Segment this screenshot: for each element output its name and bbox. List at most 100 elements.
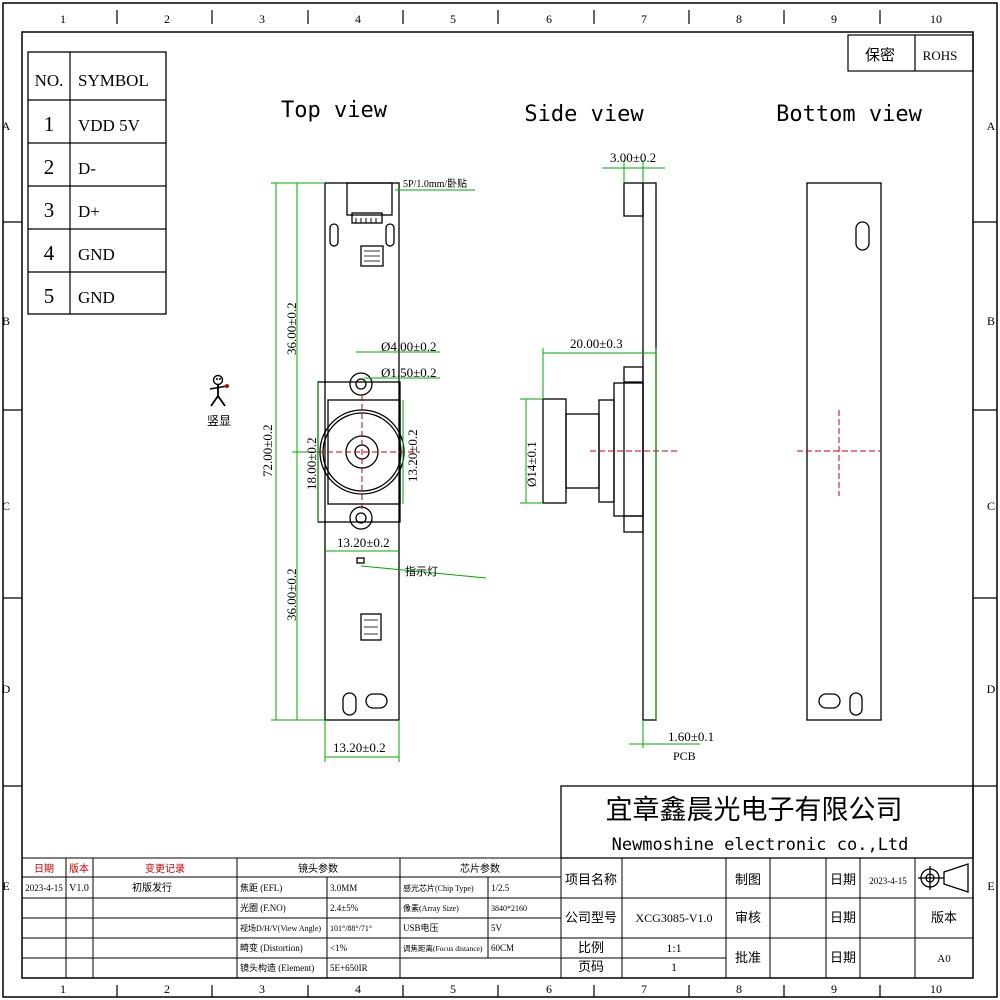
pin-no: 3 [44, 198, 55, 222]
chip-param-value: 3840*2160 [491, 904, 527, 913]
col-label: 5 [450, 982, 456, 996]
chip-params-table: 芯片参数 感光芯片(Chip Type) 1/2.5 像素(Array Size… [403, 862, 527, 953]
pin-header-symbol: SYMBOL [78, 71, 149, 90]
col-label: 4 [355, 12, 361, 26]
col-label: 5 [450, 12, 456, 26]
title-block: 项目名称 公司型号 XCG3085-V1.0 比例 1:1 页码 1 制图 审核… [565, 872, 957, 974]
scale-label: 比例 [578, 940, 604, 955]
col-label: 2 [164, 12, 170, 26]
rev-header-version: 版本 [69, 862, 89, 875]
width-dim: 13.20±0.2 [333, 740, 386, 755]
rev-header-record: 变更记录 [145, 862, 185, 875]
pcb-thickness-dim: 1.60±0.1 [668, 729, 714, 744]
date-label-2: 日期 [830, 910, 856, 925]
lens-param-label: 畸变 (Distortion) [240, 942, 303, 953]
check-label: 审核 [735, 910, 761, 925]
lens-param-label: 镜头构造 (Element) [240, 962, 314, 973]
lens-params-table: 镜头参数 焦距 (EFL) 3.0MM 光圈 (F.NO) 2.4±5% 视场D… [240, 862, 372, 973]
security-label: 保密 [865, 47, 895, 64]
lens-param-value: 2.4±5% [330, 903, 359, 913]
lens-param-label: 焦距 (EFL) [240, 882, 282, 893]
lens-param-label: 光圈 (F.NO) [240, 902, 286, 913]
side-view-dimensions [520, 160, 700, 748]
lens-block-v-dim: 18.00±0.2 [304, 437, 319, 490]
col-label: 4 [355, 982, 361, 996]
chip-param-value: 1/2.5 [491, 883, 510, 893]
col-label: 1 [60, 12, 66, 26]
chip-param-value: 5V [491, 923, 503, 933]
page-value: 1 [671, 960, 677, 974]
lens-param-value: <1% [330, 943, 348, 953]
side-length-dim: 20.00±0.3 [570, 336, 623, 351]
col-label: 8 [736, 12, 742, 26]
draw-label: 制图 [735, 872, 761, 887]
pin-no: 1 [44, 112, 55, 136]
pin-symbol: VDD 5V [78, 116, 141, 135]
chip-param-label: USB电压 [403, 922, 439, 933]
chip-params-title: 芯片参数 [460, 862, 500, 875]
lens-params-title: 镜头参数 [298, 862, 338, 875]
revision-table: 日期 版本 变更记录 2023-4-15 V1.0 初版发行 [25, 862, 185, 894]
date-label-3: 日期 [830, 950, 856, 965]
col-label: 6 [546, 982, 552, 996]
side-top-dim: 3.00±0.2 [610, 150, 656, 165]
scale-value: 1:1 [666, 941, 681, 955]
pin-symbol: GND [78, 245, 115, 264]
pin-symbol: GND [78, 288, 115, 307]
row-label: C [2, 499, 10, 513]
row-label: A [2, 119, 11, 133]
zone-ticks [3, 10, 997, 997]
col-label: 10 [930, 982, 942, 996]
row-label: D [2, 682, 11, 696]
lens-block-h-dim: 13.20±0.2 [337, 535, 390, 550]
total-length-dim: 72.00±0.2 [260, 424, 275, 477]
orientation-figure-icon [209, 374, 229, 407]
col-label: 3 [259, 12, 265, 26]
row-label: B [987, 314, 995, 328]
company-block: 宜章鑫晨光电子有限公司 Newmoshine electronic co.,Lt… [560, 785, 974, 859]
rev-record: 初版发行 [132, 881, 172, 894]
upper-half-dim: 36.00±0.2 [284, 302, 299, 355]
col-label: 6 [546, 12, 552, 26]
row-label: A [987, 119, 996, 133]
lens-param-value: 5E+650IR [330, 963, 368, 973]
col-label: 7 [641, 982, 647, 996]
top-view-dimensions [271, 182, 487, 762]
side-view-title: Side view [524, 102, 644, 127]
col-label: 7 [641, 12, 647, 26]
rev-date: 2023-4-15 [25, 883, 63, 893]
row-label: B [2, 314, 10, 328]
rohs-label: ROHS [923, 48, 958, 63]
pin-table: NO. SYMBOL 1 VDD 5V 2 D- 3 D+ 4 GND 5 GN… [27, 51, 167, 315]
lens-param-value: 3.0MM [330, 883, 357, 893]
approve-label: 批准 [735, 950, 761, 965]
row-label: D [987, 682, 996, 696]
lens-param-label: 视场D/H/V(View Angle) [240, 923, 321, 933]
chip-param-label: 感光芯片(Chip Type) [403, 883, 474, 893]
company-name-en: Newmoshine electronic co.,Ltd [612, 835, 909, 855]
model-value: XCG3085-V1.0 [636, 911, 713, 925]
side-view-dimension-text: 3.00±0.2 20.00±0.3 Ø14±0.1 1.60±0.1 PCB [524, 150, 714, 763]
pin-symbol: D+ [78, 202, 100, 221]
top-view-dimension-text: 5P/1.0mm/卧贴 Ø4.00±0.2 Ø1.50±0.2 36.00±0.… [260, 177, 467, 755]
hole-inner-dim: Ø1.50±0.2 [381, 365, 437, 380]
row-label: E [987, 879, 994, 893]
pin-no: 2 [44, 155, 55, 179]
lens-block-v2-dim: 13.20±0.2 [405, 429, 420, 482]
chip-param-label: 调焦距离(Focus distance) [403, 943, 483, 953]
top-view-centerline [300, 395, 420, 510]
hole-outer-dim: Ø4.00±0.2 [381, 339, 437, 354]
col-label: 9 [831, 12, 837, 26]
col-label: 3 [259, 982, 265, 996]
date-label: 日期 [830, 872, 856, 887]
security-box: 保密 ROHS [847, 34, 974, 72]
col-label: 2 [164, 982, 170, 996]
bottom-tables [22, 857, 973, 978]
pcb-label: PCB [673, 749, 696, 763]
company-name-cn: 宜章鑫晨光电子有限公司 [606, 795, 903, 825]
chip-param-label: 像素(Array Size) [403, 903, 459, 913]
indicator-label: 指示灯 [405, 564, 438, 578]
connector-dim: 5P/1.0mm/卧贴 [403, 177, 467, 190]
version-value: A0 [937, 953, 951, 965]
